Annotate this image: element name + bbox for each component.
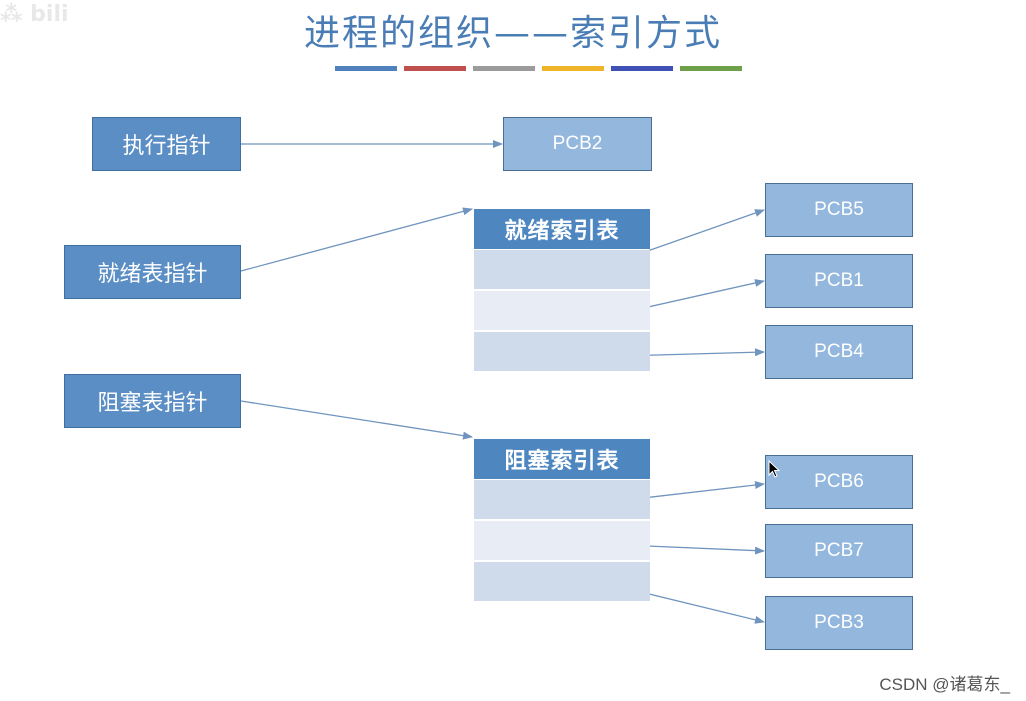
block-index-table-header: 阻塞索引表 xyxy=(474,439,650,479)
pcb-ready-2: PCB1 xyxy=(765,254,913,308)
bilibili-logo: ⁂ bili xyxy=(0,2,69,27)
mouse-cursor-icon xyxy=(768,460,780,478)
pcb-block-3: PCB3 xyxy=(765,596,913,650)
pcb-block-1: PCB6 xyxy=(765,455,913,509)
block-pointer-box: 阻塞表指针 xyxy=(64,374,241,428)
csdn-watermark: CSDN @诸葛东_ xyxy=(879,675,1010,694)
exec-pointer-box: 执行指针 xyxy=(92,117,241,171)
stripe-4 xyxy=(542,66,604,71)
stripe-6 xyxy=(680,66,742,71)
stripe-5 xyxy=(611,66,673,71)
stripe-3 xyxy=(473,66,535,71)
block-index-row-2 xyxy=(474,521,650,561)
arrow-block-pointer xyxy=(240,400,473,440)
pcb-ready-3: PCB4 xyxy=(765,325,913,379)
ready-index-row-3 xyxy=(474,332,650,372)
page-title: 进程的组织——索引方式 xyxy=(303,13,722,54)
ready-pointer-box: 就绪表指针 xyxy=(64,245,241,299)
arrow-ready-pointer xyxy=(240,207,473,272)
block-index-row-1 xyxy=(474,480,650,520)
ready-index-table-header: 就绪索引表 xyxy=(474,209,650,249)
ready-index-row-1 xyxy=(474,250,650,290)
block-index-row-3 xyxy=(474,562,650,602)
stripe-2 xyxy=(404,66,466,71)
pcb-running: PCB2 xyxy=(503,117,652,171)
stripe-1 xyxy=(335,66,397,71)
ready-index-row-2 xyxy=(474,291,650,331)
pcb-ready-1: PCB5 xyxy=(765,183,913,237)
pcb-block-2: PCB7 xyxy=(765,524,913,578)
